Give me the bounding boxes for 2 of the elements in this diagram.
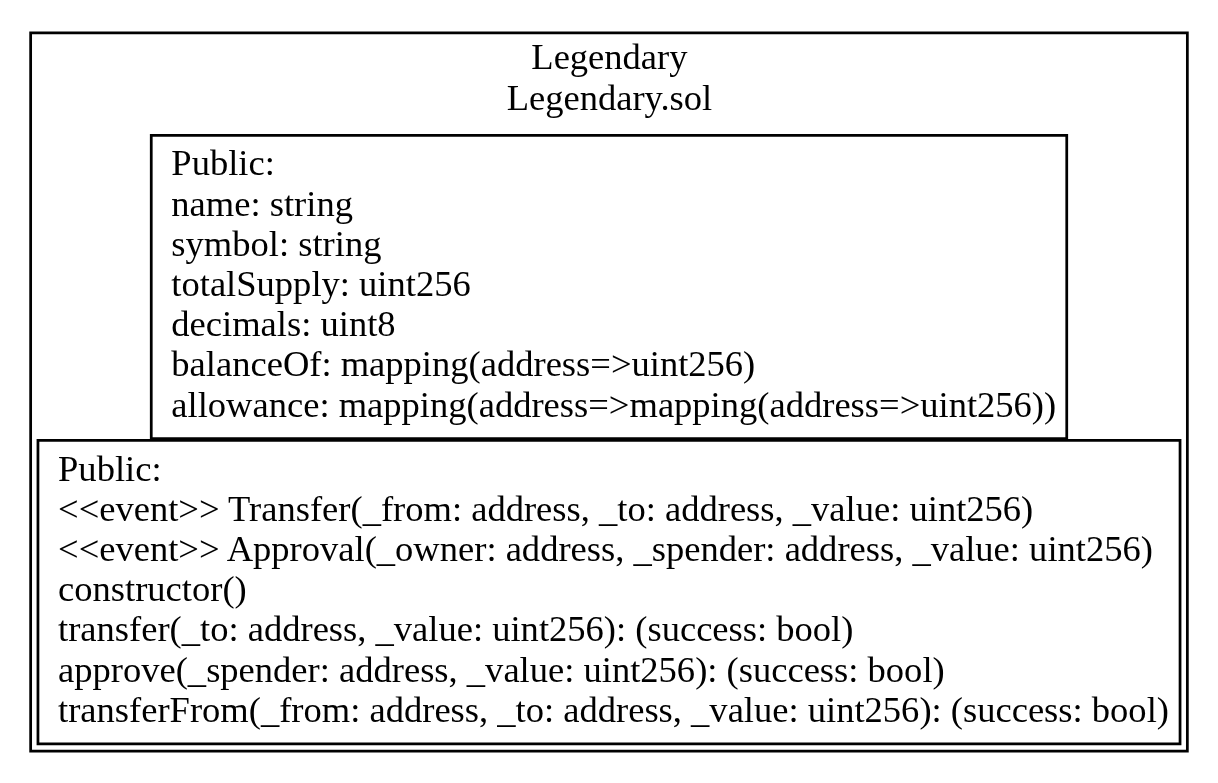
node-box: Public: name: string symbol: string totalSupply: uint256 decimals: uint8 balanceOf: mapping(address=>uint256) allowance: mapping(address=>mapping(address=>uint256)) bbox=[149, 133, 1069, 440]
node-box: Public: <<event>> Transfer(_from: address, _to: address, _value: uint256) <<event>> Approval(_owner: address, _spender: address, _value: uint256) constructor() transfer(_to: address, _value: uint256): (success: bool) approve(_spender: address, _value: uint256): (success: bool) transferFrom(_from: address, _to: address, _value: uint256): (success: bool) bbox=[36, 438, 1182, 745]
